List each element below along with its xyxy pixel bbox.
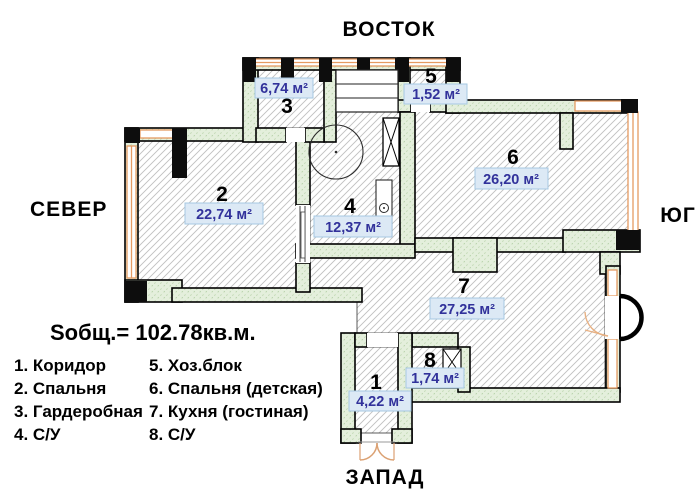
pier <box>281 58 294 82</box>
room-4-number: 4 <box>344 195 356 218</box>
balcony-door-gap <box>605 296 621 339</box>
wall <box>171 287 363 303</box>
bathtub-circle <box>308 124 364 180</box>
pier <box>172 128 187 178</box>
pier <box>621 99 638 113</box>
pier <box>125 281 147 302</box>
door-gap <box>286 128 305 142</box>
room-2-area: 22,74 м² <box>196 207 252 223</box>
wall <box>255 127 287 143</box>
room-3-area-box <box>254 77 314 99</box>
closet-shelves <box>335 69 399 113</box>
legend-item-1: 1. Коридор <box>14 356 106 375</box>
room-8-area-box <box>405 367 465 389</box>
room-5-area-box <box>403 83 468 105</box>
labels: ВОСТОК СЕВЕР ЮГ ЗАПАД Sобщ.= 102.78кв.м.… <box>14 18 696 489</box>
room-3-number: 3 <box>281 95 293 118</box>
room-6-area-box <box>474 167 549 190</box>
balcony-door-leaf-edge <box>584 329 609 337</box>
wall <box>411 332 459 348</box>
wall <box>295 243 416 259</box>
legend-item-6: 6. Спальня (детская) <box>149 379 323 398</box>
window <box>607 269 618 297</box>
legend-item-7: 7. Кухня (гостиная) <box>149 402 309 421</box>
wall <box>409 387 621 403</box>
balcony-door-arc <box>619 293 644 342</box>
room-8-area: 1,74 м² <box>411 371 459 387</box>
wall <box>399 111 416 253</box>
legend-item-2: 2. Спальня <box>14 379 106 398</box>
room-4-area-box <box>313 215 393 238</box>
doors <box>286 100 644 461</box>
wall-piers <box>125 58 640 302</box>
total-area-label: Sобщ.= 102.78кв.м. <box>50 320 256 345</box>
compass-south: ЮГ <box>660 204 696 227</box>
room-7-area-box <box>429 297 505 320</box>
wall <box>391 428 413 444</box>
room-7-number: 7 <box>458 275 470 298</box>
wall <box>354 332 368 348</box>
window <box>139 129 174 139</box>
vent-shaft-cross <box>382 117 400 167</box>
wall <box>452 237 498 273</box>
room-3-area: 6,74 м² <box>260 81 308 97</box>
room-1-floor <box>354 346 399 434</box>
pier <box>319 58 332 82</box>
room-5-number: 5 <box>425 65 437 88</box>
wall <box>559 112 574 150</box>
pier <box>446 58 460 82</box>
pier <box>125 128 140 143</box>
legend-item-4: 4. С/У <box>14 425 61 444</box>
legend-item-5: 5. Хоз.блок <box>149 356 242 375</box>
entrance-door-leaf-left <box>359 442 378 461</box>
room-6-number: 6 <box>507 146 519 169</box>
room-7-area: 27,25 м² <box>439 302 495 318</box>
window <box>607 338 618 389</box>
wall <box>340 428 362 444</box>
room-5-area: 1,52 м² <box>412 87 460 103</box>
area-label-boxes <box>184 77 549 412</box>
compass-west: ЗАПАД <box>345 466 424 489</box>
room-6-area: 26,20 м² <box>483 172 539 188</box>
room-1-number: 1 <box>370 371 382 394</box>
compass-north: СЕВЕР <box>30 198 107 221</box>
legend-item-8: 8. С/У <box>149 425 196 444</box>
compass-east: ВОСТОК <box>342 18 435 41</box>
wall <box>295 262 311 293</box>
room-8-number: 8 <box>424 349 436 372</box>
room-4-area: 12,37 м² <box>325 220 381 236</box>
pier <box>243 58 256 82</box>
pier <box>616 230 640 250</box>
room-1-area-box <box>348 390 412 412</box>
sliding-door-leaf <box>300 211 306 259</box>
legend-item-3: 3. Гардеробная <box>14 402 143 421</box>
wall <box>295 140 311 206</box>
door-gap <box>367 333 398 347</box>
entrance-door-leaf-right <box>376 442 395 461</box>
room-2-number: 2 <box>216 183 228 206</box>
room-2-area-box <box>184 202 264 225</box>
bathtub-drain-dot <box>334 150 338 154</box>
toilet-dot <box>383 207 385 209</box>
room-1-area: 4,22 м² <box>356 394 404 410</box>
window <box>574 100 623 112</box>
wall <box>340 332 356 444</box>
